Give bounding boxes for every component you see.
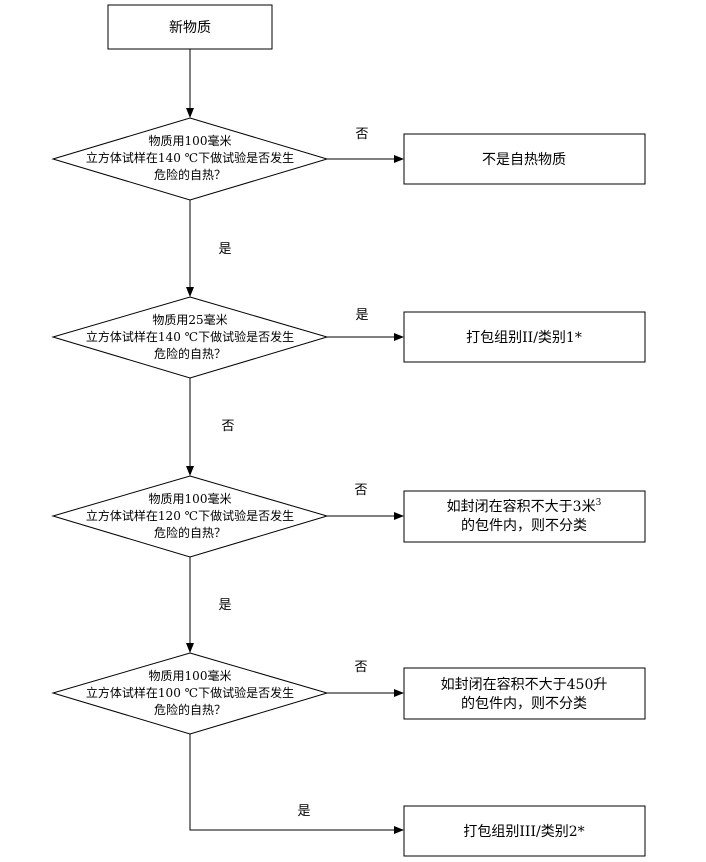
edge-label-decision-2-no: 否: [221, 419, 234, 434]
decision-2-line-3: 危险的自热？: [154, 346, 226, 361]
decision-2-line-1: 物质用25毫米: [152, 312, 227, 327]
outcome-2: 打包组别II/类别1*: [403, 311, 646, 363]
edge-label-decision-1-yes: 是: [218, 242, 231, 257]
decision-3: 物质用100毫米 立方体试样在120 ℃下做试验是否发生 危险的自热？: [51, 475, 329, 558]
decision-1-line-2: 立方体试样在140 ℃下做试验是否发生: [86, 150, 294, 165]
outcome-5-label: 打包组别III/类别2*: [463, 823, 584, 840]
start-node-label: 新物质: [169, 20, 211, 36]
decision-2-line-2: 立方体试样在140 ℃下做试验是否发生: [86, 329, 294, 344]
decision-3-line-2: 立方体试样在120 ℃下做试验是否发生: [86, 508, 294, 523]
outcome-5: 打包组别III/类别2*: [403, 805, 646, 857]
decision-4-line-1: 物质用100毫米: [149, 668, 232, 683]
outcome-2-label: 打包组别II/类别1*: [466, 329, 582, 346]
start-node: 新物质: [107, 4, 273, 50]
outcome-4: 如封闭在容积不大于450升 的包件内，则不分类: [403, 667, 646, 720]
edge-label-decision-4-yes: 是: [297, 804, 310, 819]
edge-decision-4-to-outcome-5: [189, 734, 404, 834]
outcome-3: 如封闭在容积不大于3米3 的包件内，则不分类: [403, 490, 646, 543]
edge-label-decision-2-yes: 是: [355, 308, 368, 323]
decision-1-line-1: 物质用100毫米: [149, 133, 232, 148]
outcome-4-line-2: 的包件内，则不分类: [461, 696, 587, 712]
outcome-3-line-1: 如封闭在容积不大于3米3: [447, 498, 602, 515]
edge-label-decision-1-no: 否: [355, 127, 368, 142]
outcome-4-line-1: 如封闭在容积不大于450升: [441, 676, 608, 693]
decision-4: 物质用100毫米 立方体试样在100 ℃下做试验是否发生 危险的自热？: [51, 652, 329, 735]
outcome-3-superscript: 3: [596, 498, 602, 508]
outcome-3-line-2: 的包件内，则不分类: [461, 518, 587, 534]
edge-label-decision-3-yes: 是: [218, 598, 231, 613]
outcome-1-label: 不是自热物质: [482, 152, 566, 168]
decision-1-line-3: 危险的自热？: [154, 167, 226, 182]
decision-4-line-3: 危险的自热？: [154, 702, 226, 717]
edge-label-decision-4-no: 否: [354, 660, 367, 675]
edge-label-decision-3-no: 否: [354, 483, 367, 498]
outcome-3-line-1-text: 如封闭在容积不大于3米: [447, 498, 596, 515]
decision-3-line-3: 危险的自热？: [154, 525, 226, 540]
decision-3-line-1: 物质用100毫米: [149, 491, 232, 506]
decision-2: 物质用25毫米 立方体试样在140 ℃下做试验是否发生 危险的自热？: [51, 296, 329, 379]
outcome-1: 不是自热物质: [403, 133, 646, 185]
decision-4-line-2: 立方体试样在100 ℃下做试验是否发生: [86, 685, 294, 700]
decision-1: 物质用100毫米 立方体试样在140 ℃下做试验是否发生 危险的自热？: [51, 117, 329, 201]
